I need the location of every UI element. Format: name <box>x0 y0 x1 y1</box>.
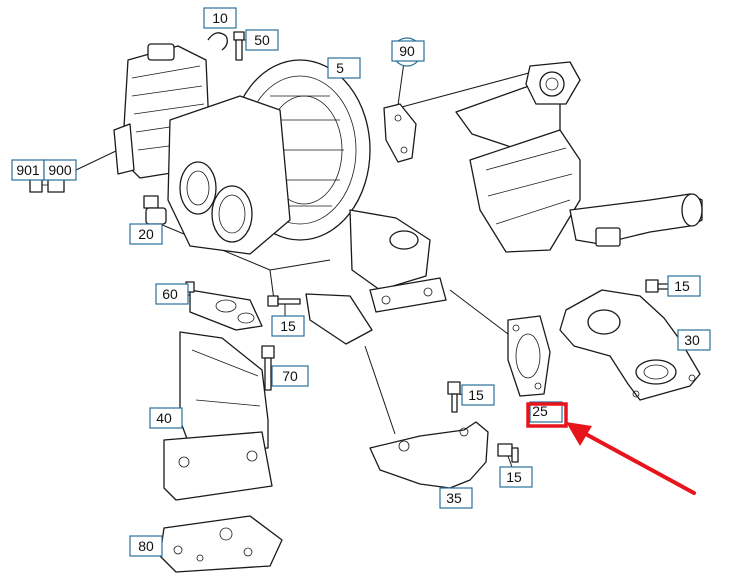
plug-20-part <box>143 195 167 225</box>
svg-text:15: 15 <box>468 387 484 403</box>
callout-25[interactable]: 25 <box>529 401 563 423</box>
highlight-arrow-head <box>566 422 592 446</box>
svg-text:10: 10 <box>212 10 228 26</box>
svg-text:80: 80 <box>138 538 154 554</box>
gasket-60-part <box>185 281 263 331</box>
svg-text:25: 25 <box>532 403 548 419</box>
svg-text:40: 40 <box>156 410 172 426</box>
callout-70[interactable]: 70 <box>271 365 309 387</box>
callout-15-b[interactable]: 15 <box>461 384 495 406</box>
circlip-part <box>207 32 228 51</box>
callout-15-d[interactable]: 15 <box>667 275 701 297</box>
svg-text:15: 15 <box>506 469 522 485</box>
callout-80[interactable]: 80 <box>129 535 163 557</box>
callout-60[interactable]: 60 <box>155 283 189 305</box>
callout-901[interactable]: 901 <box>11 159 45 181</box>
turbocharger-part <box>113 43 447 313</box>
svg-text:15: 15 <box>280 318 296 334</box>
bracket-35-part <box>305 293 489 489</box>
callout-50[interactable]: 50 <box>245 29 279 51</box>
svg-text:30: 30 <box>684 332 700 348</box>
callout-label-boxes: 10 50 5 90 901 900 20 60 <box>11 7 711 557</box>
screw-15-parts <box>267 279 673 463</box>
svg-text:15: 15 <box>674 278 690 294</box>
gasket-90-part <box>383 103 417 163</box>
gasket-25-part <box>507 315 551 397</box>
svg-text:901: 901 <box>16 162 40 178</box>
callout-20[interactable]: 20 <box>129 223 163 245</box>
highlight-annotation <box>526 402 696 495</box>
callout-40[interactable]: 40 <box>149 407 183 429</box>
svg-text:900: 900 <box>48 162 72 178</box>
svg-text:20: 20 <box>138 226 154 242</box>
stud-70-part <box>261 345 275 391</box>
screw-50-part <box>233 31 245 61</box>
highlight-arrow-shaft <box>580 430 696 495</box>
flange-30-part <box>559 289 701 401</box>
svg-text:90: 90 <box>399 43 415 59</box>
callout-90[interactable]: 90 <box>391 37 425 67</box>
svg-text:70: 70 <box>282 368 298 384</box>
callout-30[interactable]: 30 <box>677 329 711 351</box>
svg-text:35: 35 <box>446 490 462 506</box>
svg-text:5: 5 <box>336 60 344 76</box>
svg-text:50: 50 <box>254 32 270 48</box>
svg-text:60: 60 <box>162 286 178 302</box>
exhaust-pipe-part <box>455 61 703 253</box>
callout-15-a[interactable]: 15 <box>271 315 305 337</box>
callout-10[interactable]: 10 <box>203 7 237 29</box>
callout-5[interactable]: 5 <box>327 57 361 79</box>
gasket-80-part <box>159 515 283 573</box>
callout-35[interactable]: 35 <box>439 487 473 509</box>
callout-15-c[interactable]: 15 <box>499 466 533 488</box>
bracket-40-part <box>163 331 273 501</box>
callout-900[interactable]: 900 <box>43 159 77 181</box>
highlight-box <box>526 402 568 428</box>
